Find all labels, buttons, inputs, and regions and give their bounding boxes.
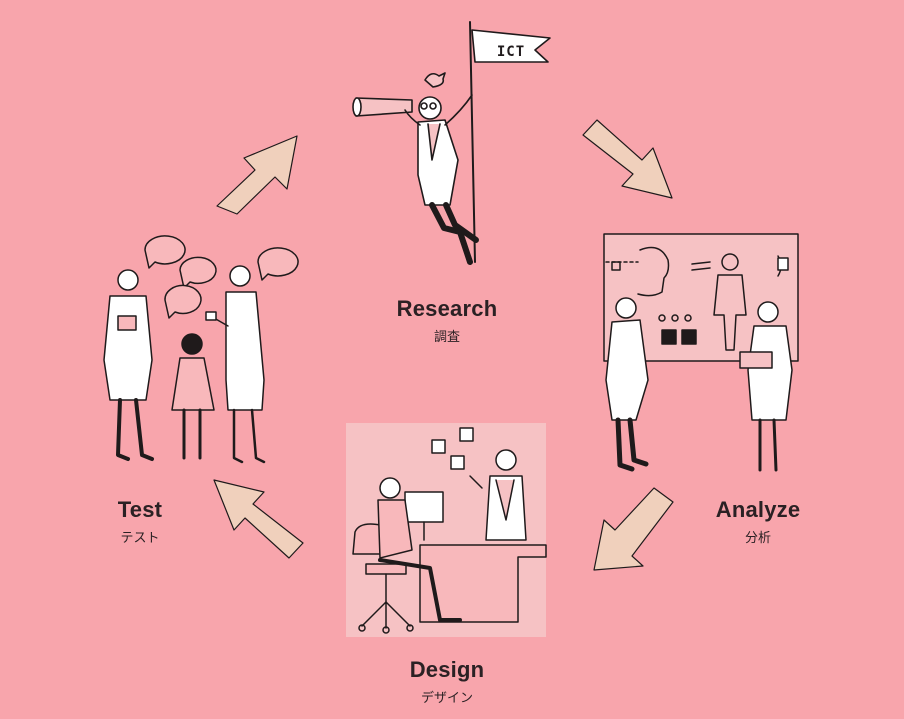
arrow-analyze-to-design	[593, 487, 674, 571]
stage-title: Design	[409, 657, 485, 682]
stage-subtitle: 分析	[744, 531, 772, 546]
arrow-design-to-test	[213, 479, 304, 559]
stage-label-analyze: Analyze 分析	[716, 497, 801, 546]
stage-title: Research	[396, 296, 498, 321]
stage-subtitle: テスト	[120, 531, 160, 546]
arrow-test-to-research	[216, 135, 298, 215]
stage-title: Test	[117, 497, 163, 522]
stage-title: Analyze	[715, 497, 801, 522]
stage-label-design: Design デザイン	[410, 657, 485, 706]
arrow-research-to-analyze	[582, 119, 673, 199]
testing-group-icon	[103, 235, 299, 464]
stage-subtitle: デザイン	[420, 691, 473, 706]
designers-at-desk-icon	[346, 423, 547, 637]
stage-label-research: Research 調査	[397, 296, 498, 345]
stage-label-test: Test テスト	[118, 497, 162, 546]
cycle-arrow-icon	[213, 119, 674, 571]
analysts-at-board-icon	[603, 233, 799, 472]
stage-subtitle: 調査	[433, 330, 461, 345]
flag-label: ICT	[497, 44, 525, 60]
researcher-with-telescope-icon	[352, 21, 551, 265]
